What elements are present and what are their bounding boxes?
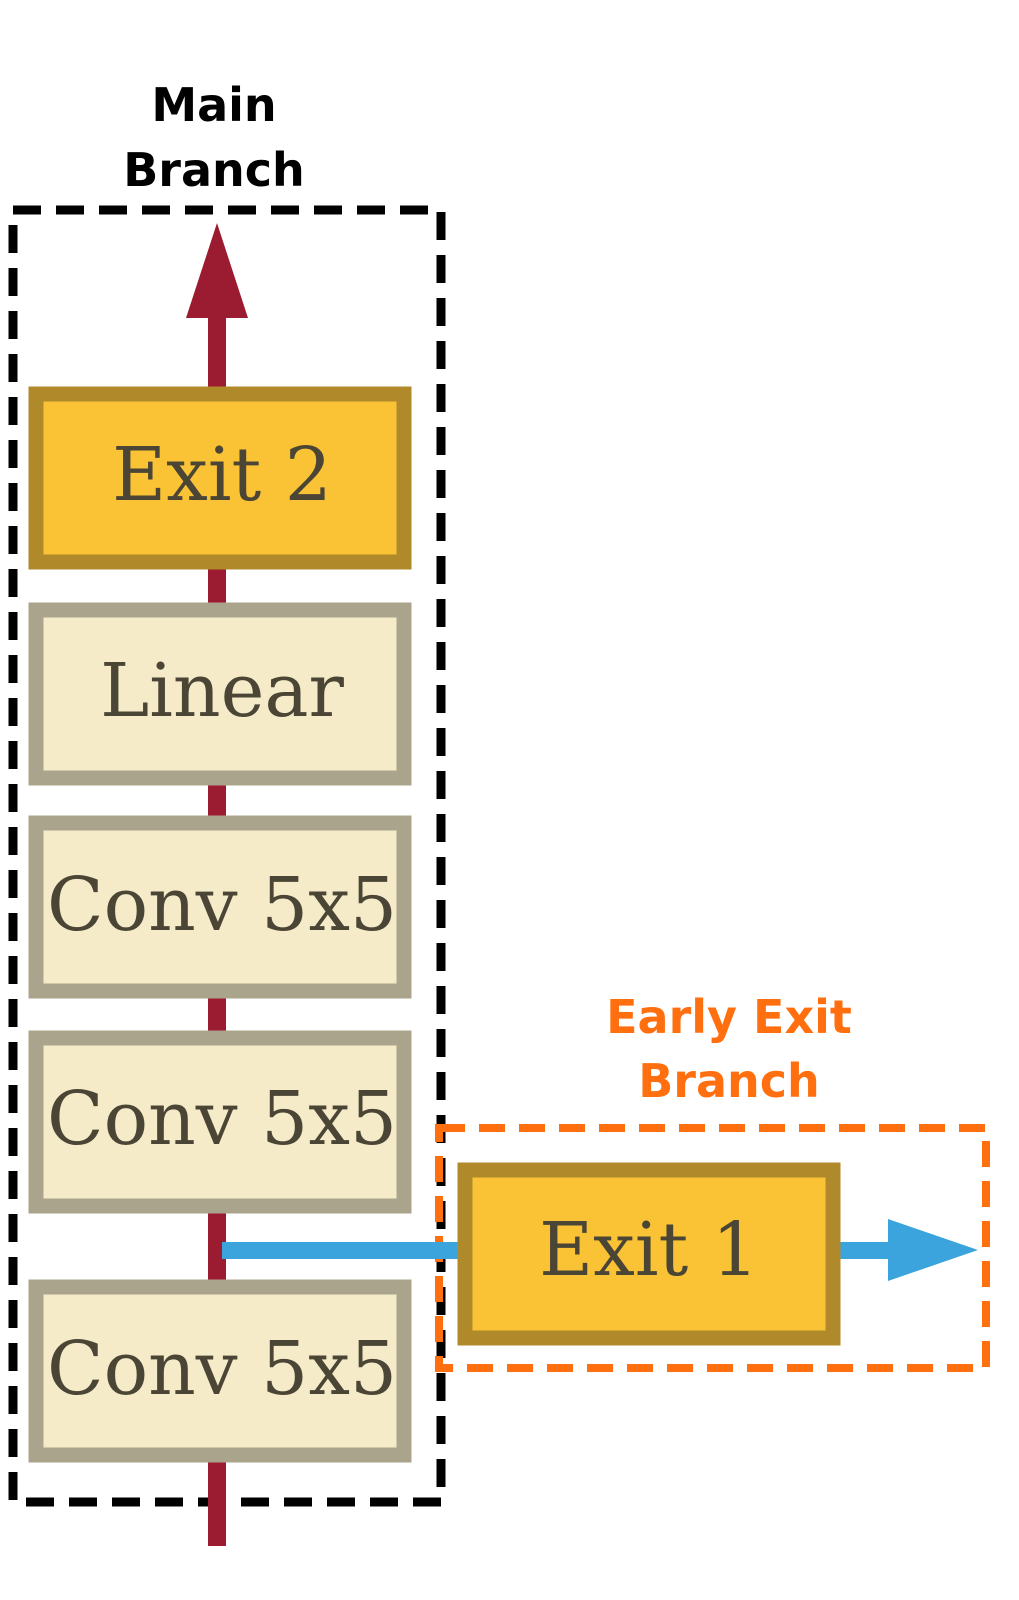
conv-block-3-label: Conv 5x5 — [47, 862, 397, 948]
conv-block-2: Conv 5x5 — [28, 1030, 412, 1214]
main-branch-caption-line-2: Branch — [123, 143, 305, 197]
early-exit-arrowhead — [888, 1219, 978, 1281]
linear-label: Linear — [100, 648, 344, 734]
early-exit-caption-line-2: Branch — [638, 1054, 820, 1108]
conv-block-3: Conv 5x5 — [28, 815, 412, 999]
conv-block-1: Conv 5x5 — [28, 1279, 412, 1463]
exit2-label: Exit 2 — [112, 432, 332, 518]
linear-block: Linear — [28, 602, 412, 786]
conv-block-1-label: Conv 5x5 — [47, 1326, 397, 1412]
exit1-block: Exit 1 — [457, 1162, 841, 1346]
main-branch-caption-line-1: Main — [151, 78, 276, 132]
early-exit-caption-line-1: Early Exit — [606, 990, 852, 1044]
exit1-label: Exit 1 — [539, 1207, 759, 1293]
exit2-block: Exit 2 — [28, 386, 412, 570]
main-branch-arrowhead — [186, 223, 248, 318]
conv-block-2-label: Conv 5x5 — [47, 1076, 397, 1162]
